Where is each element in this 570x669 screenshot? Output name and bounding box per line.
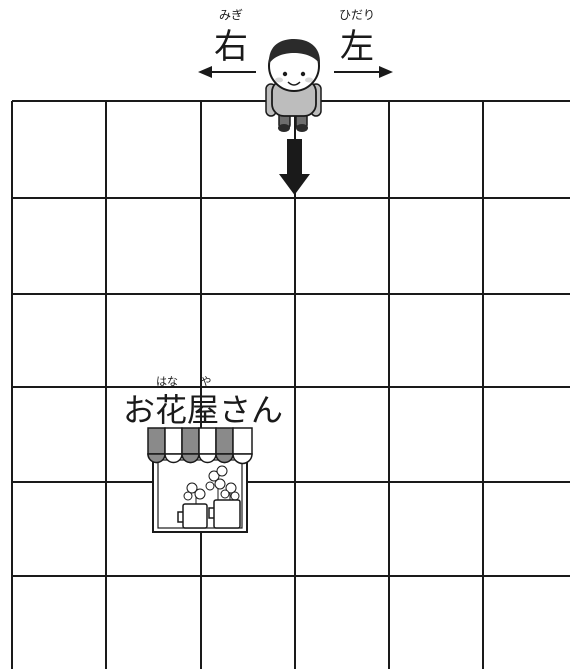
shop-name: お花屋さん [123,391,283,429]
ruby-hana: はな [156,375,178,388]
down-arrow-icon [279,139,310,195]
direction-left-label: ひだり 左 [339,8,375,67]
direction-right-label: みぎ 右 [214,8,248,67]
kanji-hidari: 左 [340,27,374,67]
ruby-migi: みぎ [219,8,243,22]
child-icon [266,39,321,132]
ruby-hidari: ひだり [339,8,375,22]
flower-shop-icon [148,428,252,532]
kanji-migi: 右 [214,27,248,67]
flower-shop-label: はな や お花屋さん [123,375,283,429]
right-arrow-icon [334,66,393,78]
ruby-ya: や [201,375,212,388]
left-arrow-icon [198,66,256,78]
